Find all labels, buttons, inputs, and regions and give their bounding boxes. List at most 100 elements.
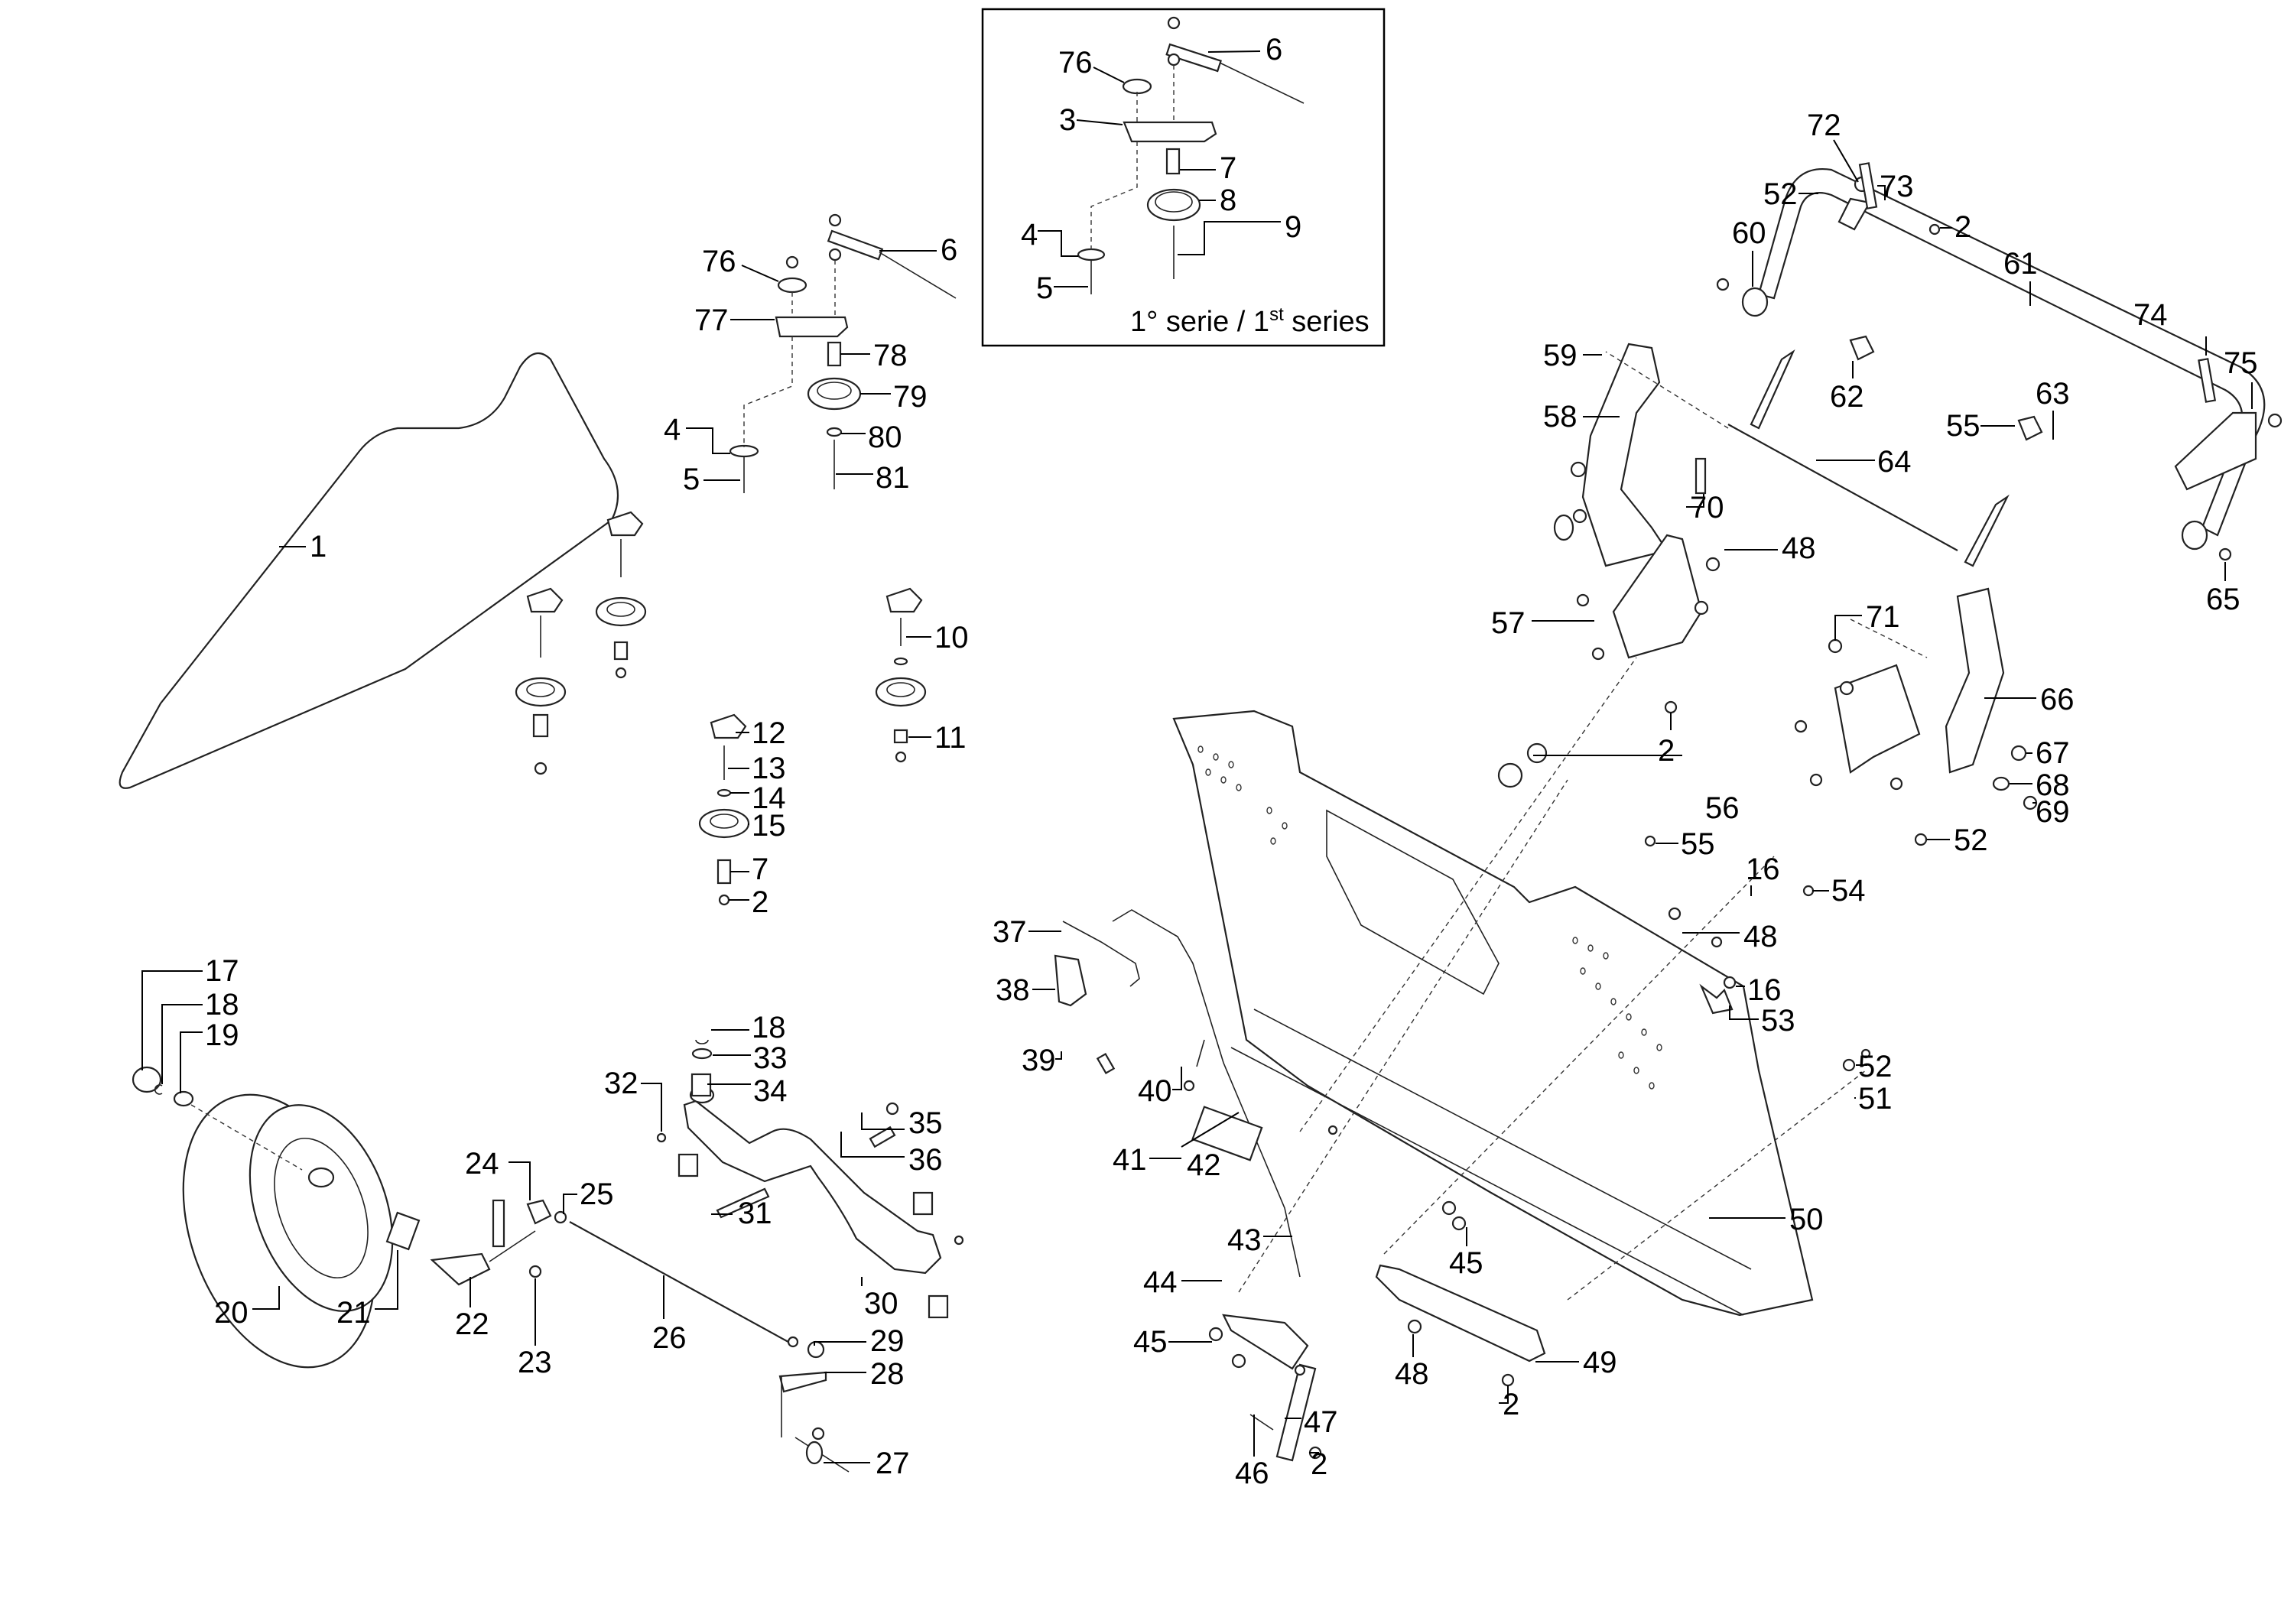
callout-14: 14 (752, 781, 786, 815)
callout-72: 72 (1807, 109, 1841, 142)
callout-31: 31 (738, 1197, 772, 1230)
inset-frame (981, 8, 1386, 347)
drive-belt-part (119, 352, 619, 789)
callout-2: 2 (1311, 1447, 1327, 1481)
callout-19: 19 (205, 1018, 239, 1052)
callout-51: 51 (1858, 1082, 1893, 1116)
washer-part (1077, 248, 1106, 261)
callout-13: 13 (752, 752, 786, 785)
callout-53: 53 (1761, 1004, 1795, 1038)
callout-5: 5 (1036, 271, 1053, 305)
pulley-stack-10-11 (875, 587, 927, 763)
callout-10: 10 (934, 621, 969, 654)
callout-9: 9 (1285, 210, 1301, 244)
callout-45: 45 (1133, 1325, 1168, 1359)
callout-22: 22 (455, 1307, 489, 1341)
callout-2: 2 (1503, 1388, 1519, 1421)
callout-35: 35 (908, 1106, 943, 1140)
callout-39: 39 (1022, 1044, 1056, 1077)
callout-60: 60 (1732, 216, 1766, 250)
callout-78: 78 (873, 339, 908, 372)
callout-61: 61 (2003, 247, 2038, 281)
spring-part (1165, 16, 1305, 104)
callout-54: 54 (1831, 874, 1866, 908)
callout-29: 29 (870, 1324, 905, 1358)
spacer-part (1122, 78, 1152, 95)
spindle-assembly (778, 1336, 850, 1473)
panel-vent-holes (1197, 745, 1662, 1090)
callout-2: 2 (752, 885, 768, 919)
callout-75: 75 (2224, 346, 2258, 380)
callout-21: 21 (336, 1296, 371, 1330)
pulley-stack-middle (595, 511, 647, 679)
right-mount-bracket (1794, 587, 2038, 846)
callout-20: 20 (214, 1296, 249, 1330)
callout-69: 69 (2036, 795, 2070, 829)
callout-47: 47 (1304, 1405, 1338, 1439)
pulley-stack-left (515, 587, 567, 775)
callout-16: 16 (1746, 853, 1780, 886)
front-panel-part (1172, 710, 1814, 1317)
callout-6: 6 (1266, 33, 1282, 67)
link-arm-part (1275, 1363, 1317, 1462)
callout-48: 48 (1782, 531, 1816, 565)
callout-76: 76 (702, 245, 736, 278)
callout-32: 32 (604, 1067, 638, 1100)
callout-46: 46 (1235, 1457, 1269, 1490)
callout-8: 8 (1220, 184, 1236, 217)
callout-74: 74 (2133, 298, 2168, 332)
callout-52: 52 (1954, 823, 1988, 857)
callout-28: 28 (870, 1357, 905, 1391)
callout-12: 12 (752, 716, 786, 750)
pulley-stack-12-15 (698, 713, 750, 906)
callout-27: 27 (876, 1447, 910, 1480)
spacer-part (1165, 148, 1181, 175)
lever-rod-assembly (1054, 909, 1338, 1278)
callout-59: 59 (1543, 339, 1578, 372)
callout-6: 6 (941, 233, 957, 267)
callout-67: 67 (2036, 736, 2070, 770)
front-wheel-assembly (132, 1066, 567, 1369)
callout-55: 55 (1946, 409, 1980, 443)
bracket-part (1123, 121, 1217, 143)
callout-45: 45 (1449, 1246, 1483, 1280)
callout-15: 15 (752, 809, 786, 843)
callout-68: 68 (2036, 768, 2070, 802)
callout-37: 37 (993, 915, 1027, 949)
callout-62: 62 (1830, 380, 1864, 414)
axle-beam-part (683, 1099, 942, 1275)
guard-plate-part (1375, 1264, 1546, 1363)
callout-24: 24 (465, 1147, 499, 1181)
callout-71: 71 (1866, 600, 1900, 634)
callout-79: 79 (893, 380, 928, 414)
callout-66: 66 (2040, 683, 2075, 716)
callout-33: 33 (753, 1041, 788, 1075)
callout-3: 3 (1059, 103, 1076, 137)
callout-55: 55 (1681, 827, 1715, 861)
callout-50: 50 (1789, 1203, 1824, 1236)
callout-11: 11 (934, 721, 967, 755)
assembly-guide-lines (1238, 351, 1928, 1301)
callout-76: 76 (1058, 46, 1093, 80)
callout-38: 38 (996, 973, 1030, 1007)
callout-4: 4 (664, 413, 681, 447)
callout-23: 23 (518, 1346, 552, 1379)
callout-30: 30 (864, 1287, 898, 1320)
callout-18: 18 (752, 1011, 786, 1044)
callout-48: 48 (1743, 920, 1778, 953)
callout-36: 36 (908, 1143, 943, 1177)
spring-part (1695, 457, 1707, 495)
callout-1: 1 (310, 530, 327, 564)
callout-18: 18 (205, 988, 239, 1021)
callout-4: 4 (1021, 218, 1038, 252)
callout-77: 77 (694, 304, 729, 337)
callout-80: 80 (868, 421, 902, 454)
callout-25: 25 (580, 1177, 614, 1211)
pulley-part (1146, 188, 1201, 222)
callout-26: 26 (652, 1321, 687, 1355)
callout-34: 34 (753, 1074, 788, 1108)
callout-57: 57 (1491, 606, 1526, 640)
callout-48: 48 (1395, 1357, 1429, 1391)
callout-7: 7 (1220, 151, 1236, 185)
